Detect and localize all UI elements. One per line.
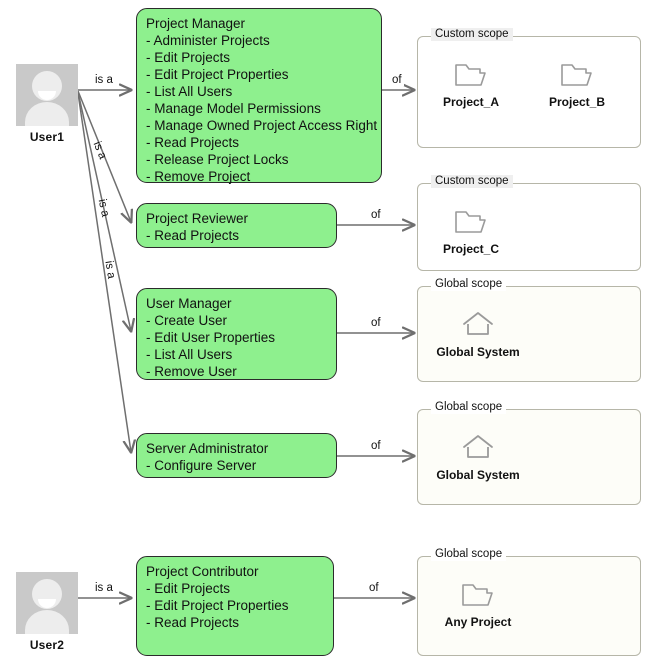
role-permission: - List All Users	[146, 347, 233, 362]
edge-label-of: of	[369, 209, 383, 221]
edge-label-of: of	[367, 582, 381, 594]
edge-label-is-a: is a	[95, 197, 112, 218]
home-icon	[460, 307, 496, 341]
role-permission: - Edit User Properties	[146, 330, 276, 345]
scope-panel-project-manager: Custom scope Project_A Project_B	[417, 28, 641, 148]
edge-label-of: of	[390, 74, 404, 86]
role-permission: - Release Project Locks	[146, 152, 289, 167]
role-permission: - Edit Project Properties	[146, 67, 289, 82]
scope-item[interactable]: Project_A	[432, 57, 510, 109]
home-icon	[460, 430, 496, 464]
role-permission: - Read Projects	[146, 615, 240, 630]
scope-item-label: Global System	[436, 468, 520, 482]
role-box-project-reviewer[interactable]: Project Reviewer - Read Projects	[136, 203, 337, 248]
user-node-user1[interactable]: User1	[16, 64, 78, 144]
scope-item[interactable]: Project_C	[432, 204, 510, 256]
user-node-user2[interactable]: User2	[16, 572, 78, 652]
role-title: Project Reviewer	[146, 211, 249, 226]
role-title: Project Manager	[146, 16, 246, 31]
folder-icon	[461, 577, 495, 611]
edge-label-is-a: is a	[102, 259, 118, 280]
scope-item-label: Global System	[436, 345, 520, 359]
role-permission: - Edit Project Properties	[146, 598, 289, 613]
edge-label-is-a: is a	[93, 74, 115, 86]
role-box-project-contributor[interactable]: Project Contributor - Edit Projects - Ed…	[136, 556, 334, 656]
scope-item-label: Project_A	[442, 95, 500, 109]
scope-item[interactable]: Any Project	[432, 577, 524, 629]
scope-panel-project-reviewer: Custom scope Project_C	[417, 175, 641, 271]
user-avatar-icon	[16, 64, 78, 126]
role-permission: - Manage Model Permissions	[146, 101, 321, 116]
folder-icon	[454, 204, 488, 238]
scope-panel-server-administrator: Global scope Global System	[417, 401, 641, 505]
scope-legend: Global scope	[431, 401, 507, 414]
role-permission: - Edit Projects	[146, 50, 231, 65]
scope-legend: Global scope	[431, 548, 507, 561]
edge-label-is-a: is a	[93, 582, 115, 594]
role-box-user-manager[interactable]: User Manager - Create User - Edit User P…	[136, 288, 337, 380]
role-box-project-manager[interactable]: Project Manager - Administer Projects - …	[136, 8, 382, 184]
role-permission: - List All Users	[146, 84, 233, 99]
edge-label-is-a: is a	[90, 139, 109, 161]
role-permission: - Remove Project	[146, 169, 251, 184]
role-permission: - Remove User	[146, 364, 237, 379]
role-permission: - Configure Server	[146, 458, 257, 473]
scope-item[interactable]: Project_B	[538, 57, 616, 109]
scope-legend: Custom scope	[431, 28, 513, 41]
role-permission: - Read Projects	[146, 228, 240, 243]
edge-label-of: of	[369, 317, 383, 329]
scope-legend: Global scope	[431, 278, 507, 291]
role-permission: - Manage Owned Project Access Right	[146, 118, 378, 133]
role-title: Server Administrator	[146, 441, 269, 456]
scope-panel-project-contributor: Global scope Any Project	[417, 548, 641, 656]
role-permission: - Edit Projects	[146, 581, 231, 596]
scope-item[interactable]: Global System	[432, 430, 524, 482]
scope-item-label: Any Project	[444, 615, 512, 629]
scope-legend: Custom scope	[431, 175, 513, 188]
role-permission: - Administer Projects	[146, 33, 270, 48]
scope-panel-user-manager: Global scope Global System	[417, 278, 641, 382]
folder-icon	[454, 57, 488, 91]
edge-label-of: of	[369, 440, 383, 452]
role-title: Project Contributor	[146, 564, 259, 579]
scope-item-label: Project_C	[442, 242, 500, 256]
role-box-server-administrator[interactable]: Server Administrator - Configure Server	[136, 433, 337, 478]
scope-item-label: Project_B	[548, 95, 606, 109]
user-avatar-icon	[16, 572, 78, 634]
user-label: User1	[29, 130, 65, 144]
scope-item[interactable]: Global System	[432, 307, 524, 359]
user-label: User2	[29, 638, 65, 652]
role-permission: - Create User	[146, 313, 228, 328]
role-title: User Manager	[146, 296, 232, 311]
folder-icon	[560, 57, 594, 91]
role-permission: - Read Projects	[146, 135, 240, 150]
